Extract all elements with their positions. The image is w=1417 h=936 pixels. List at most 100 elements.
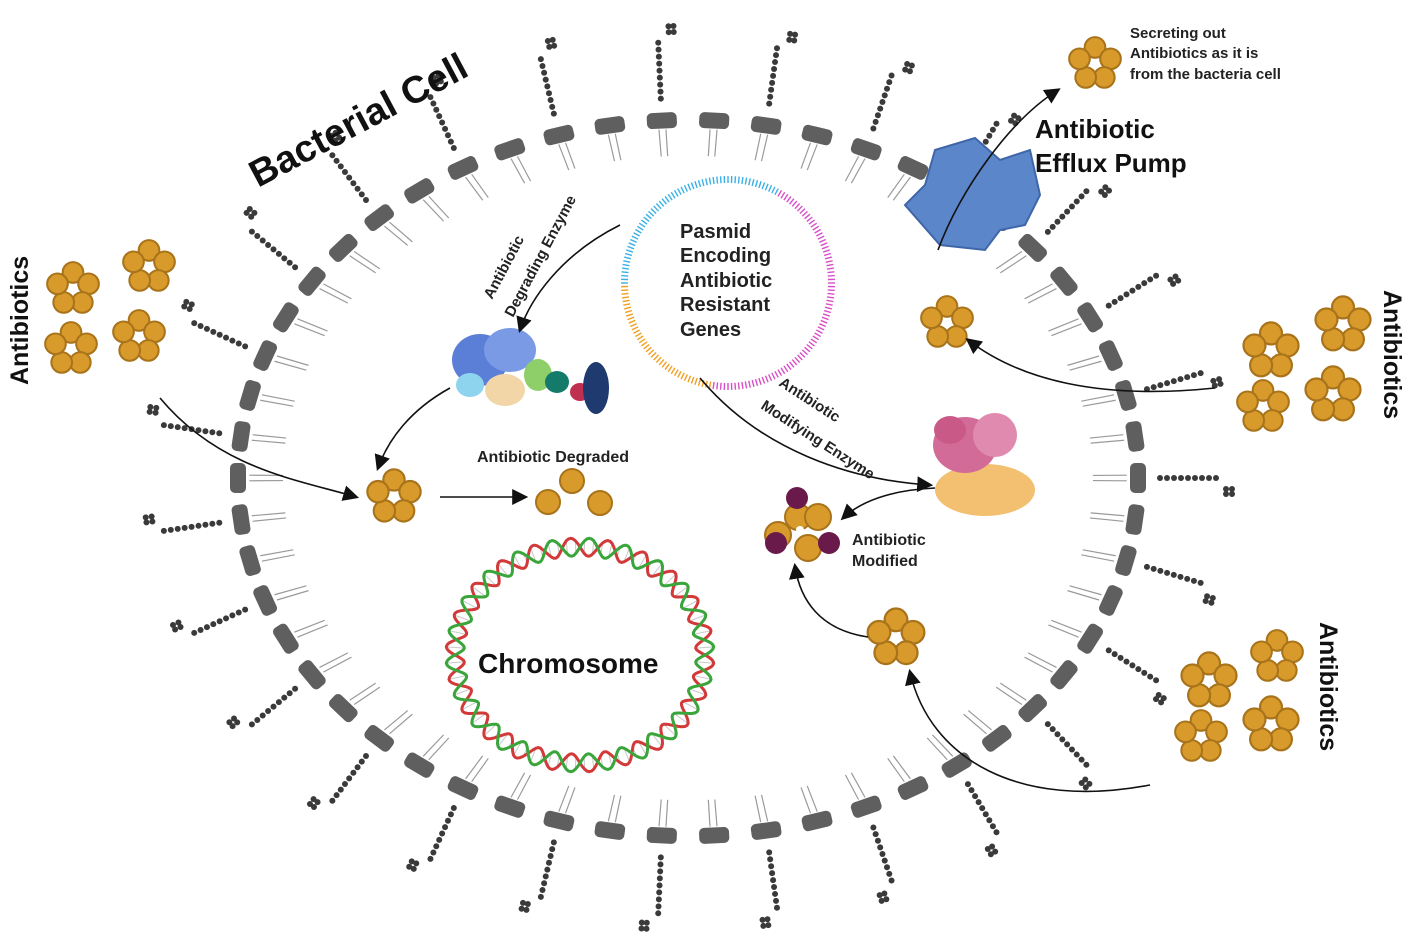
lipid-tail (383, 225, 409, 246)
lipid-tail (471, 173, 489, 199)
lipid-tail (1082, 399, 1116, 407)
membrane-head (897, 156, 929, 180)
antibiotics-right-bottom-label: Antibiotics (1314, 622, 1342, 751)
lps-chain (1143, 563, 1216, 606)
lipid-tail (261, 394, 295, 402)
lipid-tail (297, 624, 328, 638)
lipid-tail (714, 799, 718, 827)
membrane-head (239, 379, 261, 411)
membrane-head (404, 752, 435, 778)
lipid-tail (1090, 439, 1125, 444)
lipid-tail (800, 787, 812, 814)
antibiotic-secreted-icon (1068, 36, 1122, 89)
membrane-head (1018, 233, 1048, 262)
membrane-head (494, 138, 526, 161)
lipid-tail (850, 158, 866, 184)
secreting-label-3: from the bacteria cell (1130, 66, 1281, 83)
lps-chain (655, 22, 677, 102)
lipid-tail (274, 360, 307, 371)
membrane-head (231, 421, 251, 452)
modified-antibiotic-icon (764, 487, 840, 562)
lipid-tail (1051, 619, 1082, 633)
lipid-tail (658, 129, 662, 157)
lipid-tail (999, 682, 1027, 701)
lipid-tail (276, 590, 309, 601)
lps-chain (870, 60, 915, 132)
membrane-head (646, 112, 677, 130)
lipid-tail (850, 772, 866, 798)
lipid-tail (844, 156, 860, 182)
plasmid-ring (621, 176, 835, 390)
lipid-tail (892, 755, 911, 780)
lipid-tail (760, 794, 769, 822)
antibiotics-group-left (44, 239, 176, 374)
lps-chain (870, 824, 895, 904)
membrane-head (231, 504, 251, 535)
membrane-head (1077, 302, 1104, 333)
membrane-head (253, 340, 278, 371)
membrane-head (941, 752, 972, 778)
lipid-tail (806, 144, 818, 171)
antibiotics-left-label: Antibiotics (6, 256, 34, 385)
lipid-tail (995, 251, 1023, 270)
lps-chain (306, 752, 369, 810)
lps-chain (406, 805, 457, 872)
lipid-tail (1067, 590, 1100, 601)
lipid-tail (323, 656, 352, 673)
lipid-tail (564, 787, 576, 814)
membrane-head (328, 233, 358, 262)
lipid-tail (465, 176, 484, 201)
lipid-tail (260, 549, 294, 557)
lps-chain (427, 72, 457, 151)
lipid-tail (349, 255, 377, 274)
lipid-tail (844, 774, 860, 800)
lps-chain (964, 781, 1000, 858)
lipid-tail (1069, 585, 1102, 596)
lipid-tail (252, 434, 287, 439)
antibiotic-lower-icon (866, 607, 926, 666)
lipid-tail (1069, 360, 1102, 371)
lipid-tail (707, 799, 711, 827)
lps-chain (181, 298, 249, 350)
lipid-tail (963, 713, 987, 735)
lipid-tail (428, 737, 450, 761)
membrane-head (1125, 421, 1145, 452)
membrane-head (404, 178, 435, 204)
antibiotics-right-top-label: Antibiotics (1378, 290, 1406, 419)
lps-chain (1105, 647, 1167, 706)
modified-label-2: Modified (852, 553, 918, 570)
lps-chain (638, 854, 664, 932)
membrane-head (364, 724, 394, 752)
lipid-tail (516, 774, 532, 800)
lipid-tail (760, 134, 769, 162)
lipid-tail (510, 158, 526, 184)
lipid-tail (887, 757, 905, 783)
membrane-head (594, 821, 626, 840)
lipid-tail (1067, 355, 1100, 366)
membrane-head (364, 204, 394, 232)
lipid-tail (800, 142, 812, 169)
lipid-tail (754, 795, 762, 823)
lps-chain (518, 839, 557, 913)
lipid-tail (260, 399, 294, 407)
lipid-tail (353, 686, 381, 705)
lipid-tail (926, 737, 948, 761)
secreting-label-2: Antibiotics as it is (1130, 45, 1258, 62)
lipid-tail (754, 133, 762, 161)
lipid-tail (389, 221, 413, 243)
lipid-tail (1090, 512, 1125, 517)
lps-chain (766, 30, 799, 107)
chromosome-dna-icon (444, 536, 716, 774)
membrane-head (543, 810, 575, 832)
membrane-head (897, 776, 929, 800)
lipid-tail (1082, 549, 1116, 557)
lipid-tail (887, 173, 905, 199)
efflux-pump-icon (903, 136, 1042, 252)
membrane-head (1098, 585, 1123, 616)
antibiotics-group-right-bottom (1174, 629, 1304, 762)
lipid-tail (294, 619, 325, 633)
membrane-head (239, 545, 261, 577)
arrows (159, 88, 1216, 793)
plasmid-label-1: Pasmid (680, 221, 751, 243)
membrane-head (750, 821, 782, 840)
